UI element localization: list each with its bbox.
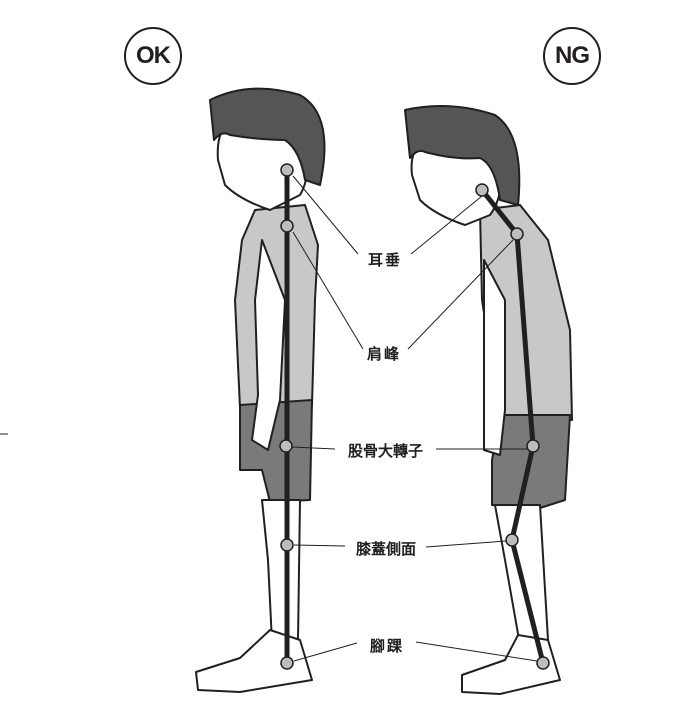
label-acromion: 肩峰	[367, 345, 402, 363]
ng-knee-point	[505, 533, 519, 547]
ok-trochanter-point	[279, 439, 293, 453]
label-knee-side: 膝蓋側面	[356, 540, 417, 558]
label-earlobe: 耳垂	[368, 251, 403, 269]
ng-acromion-point	[510, 227, 524, 241]
ok-hair	[209, 87, 326, 186]
figure-ng	[404, 105, 573, 695]
ok-knee-point	[280, 538, 294, 552]
ok-earlobe-point	[280, 163, 294, 177]
label-greater-trochanter: 股骨大轉子	[348, 442, 424, 460]
ng-hair	[404, 105, 521, 206]
ng-arm	[483, 259, 506, 456]
ng-shoe	[461, 634, 561, 695]
ok-acromion-point	[280, 219, 294, 233]
label-ankle: 腳踝	[370, 637, 405, 655]
landmark-points	[279, 163, 550, 670]
ng-ankle-point	[536, 656, 550, 670]
leader-lines	[291, 175, 538, 662]
figure-ok	[195, 87, 326, 693]
ok-badge: OK	[124, 27, 182, 85]
ok-legs	[261, 499, 301, 643]
ok-shoe	[195, 629, 313, 693]
ok-ankle-point	[280, 656, 294, 670]
ng-trochanter-point	[526, 439, 540, 453]
ng-earlobe-point	[475, 183, 489, 197]
ok-arm	[251, 239, 286, 451]
ng-badge: NG	[543, 27, 601, 85]
